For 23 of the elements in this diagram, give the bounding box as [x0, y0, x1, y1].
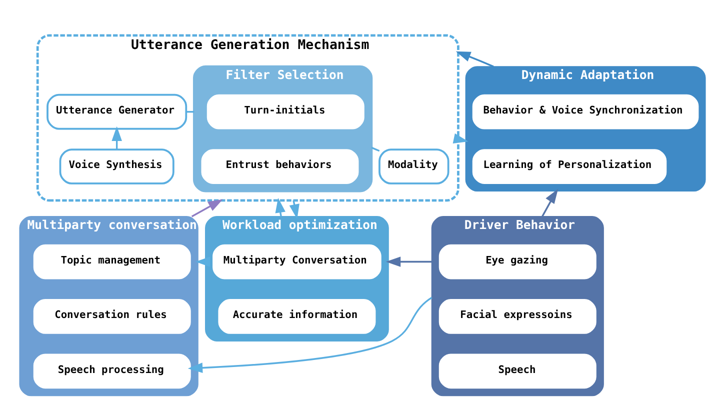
- node-box: Conversation rules: [33, 299, 191, 334]
- arrow: [195, 256, 210, 267]
- node-box: Behavior & Voice Synchronization: [472, 94, 699, 130]
- node-box: Speech: [438, 354, 596, 389]
- arrow: [188, 296, 432, 373]
- node-box: Utterance Generator: [46, 94, 188, 130]
- node-box: Modality: [378, 148, 450, 184]
- node-box: Facial expressoins: [438, 299, 596, 334]
- node-box: Topic management: [33, 244, 191, 280]
- arrow: [191, 199, 223, 218]
- node-box: Eye gazing: [438, 244, 596, 280]
- node-box: Learning of Personalization: [472, 149, 667, 184]
- connector: [371, 146, 380, 152]
- node-box: Speech processing: [33, 354, 191, 389]
- node-box: Voice Synthesis: [59, 148, 174, 184]
- arrow: [456, 51, 494, 68]
- arrow: [542, 188, 558, 217]
- node-box: Turn-initials: [206, 94, 364, 130]
- node-box: Multiparty Conversation: [212, 244, 382, 280]
- arrow: [386, 256, 432, 267]
- node-box: Entrust behaviors: [201, 149, 359, 184]
- node-box: Accurate information: [218, 299, 376, 334]
- arrow: [112, 126, 122, 150]
